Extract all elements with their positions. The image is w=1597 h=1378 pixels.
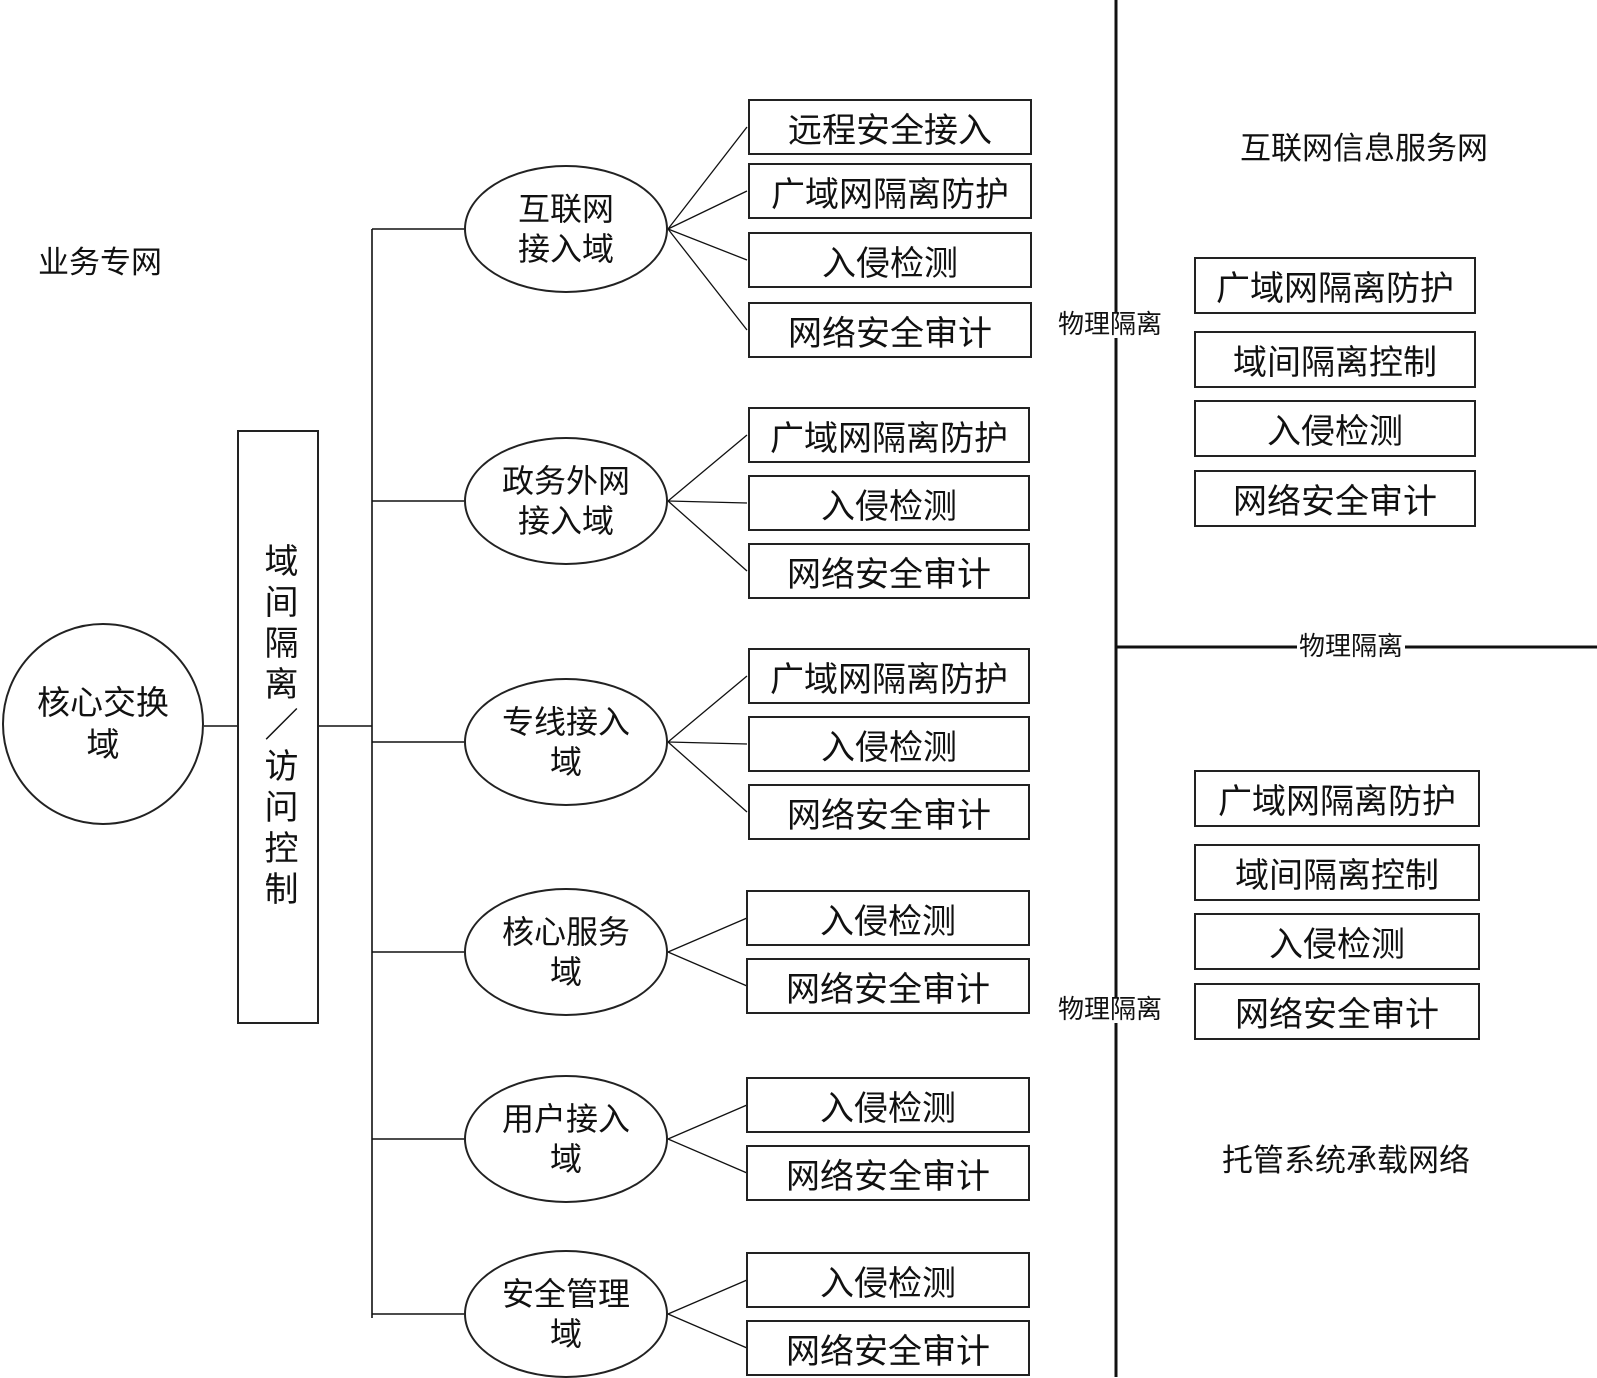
domain-to-component-line: [667, 500, 748, 572]
domain-to-component-line: [667, 228, 748, 261]
domain-to-component-line: [667, 1279, 748, 1315]
component-box: 网络安全审计: [746, 1145, 1030, 1201]
internet-service-component-box: 入侵检测: [1194, 400, 1476, 457]
component-box: 入侵检测: [746, 1252, 1030, 1308]
domain-label-line1: 安全管理: [501, 1275, 630, 1313]
domain-to-component-line: [667, 951, 748, 987]
hosted-system-component-box: 广域网隔离防护: [1194, 770, 1480, 827]
domain-label-line2: 域: [549, 743, 582, 781]
component-box: 网络安全审计: [748, 302, 1032, 358]
component-box: 远程安全接入: [748, 99, 1032, 155]
domain-label-line2: 接入域: [517, 230, 614, 268]
domain-to-component-line: [667, 1313, 748, 1349]
zone-label-hosted-system-net: 托管系统承载网络: [1222, 1143, 1470, 1179]
domain-to-component-line: [667, 126, 748, 230]
domain-internet-access: 互联网 接入域: [464, 165, 668, 293]
component-box: 网络安全审计: [748, 784, 1030, 840]
domain-label-line2: 接入域: [517, 502, 614, 540]
core-switch-domain-node: 核心交换 域: [2, 623, 204, 825]
domain-dedicated-line-access: 专线接入 域: [464, 678, 668, 806]
zone-label-business-net: 业务专网: [38, 245, 162, 281]
domain-to-component-line: [667, 917, 748, 953]
domain-label-line1: 专线接入: [501, 703, 630, 741]
domain-label-line1: 核心服务: [501, 913, 630, 951]
domain-to-component-line: [667, 190, 748, 230]
component-box: 入侵检测: [748, 716, 1030, 772]
domain-label-line1: 互联网: [517, 190, 614, 228]
internet-service-component-box: 网络安全审计: [1194, 470, 1476, 527]
domain-to-component-line: [667, 228, 748, 331]
inter-domain-isolation-access-control-box: 域间隔离／访问控制: [237, 430, 319, 1024]
core-switch-domain-line1: 核心交换: [37, 683, 169, 722]
component-box: 网络安全审计: [746, 958, 1030, 1014]
domain-to-component-line: [667, 741, 748, 745]
hosted-system-component-box: 入侵检测: [1194, 913, 1480, 970]
component-box: 入侵检测: [748, 232, 1032, 288]
domain-to-component-line: [667, 1138, 748, 1174]
component-box: 网络安全审计: [746, 1320, 1030, 1376]
domain-label-line2: 域: [549, 1315, 582, 1353]
domain-label-line1: 用户接入: [501, 1100, 630, 1138]
physical-isolation-label-bottom: 物理隔离: [1056, 995, 1165, 1025]
zone-label-internet-service-net: 互联网信息服务网: [1240, 131, 1488, 167]
domain-label-line2: 域: [549, 1140, 582, 1178]
domain-user-access: 用户接入 域: [464, 1075, 668, 1203]
core-switch-domain-line2: 域: [86, 725, 120, 764]
domain-core-service: 核心服务 域: [464, 888, 668, 1016]
domain-to-component-line: [667, 1104, 748, 1140]
domain-to-component-line: [667, 434, 748, 502]
domain-label-line2: 域: [549, 953, 582, 991]
internet-service-component-box: 域间隔离控制: [1194, 331, 1476, 388]
physical-isolation-label-top: 物理隔离: [1056, 310, 1165, 340]
internet-service-component-box: 广域网隔离防护: [1194, 257, 1476, 314]
component-box: 入侵检测: [746, 1077, 1030, 1133]
domain-egov-extranet-access: 政务外网 接入域: [464, 437, 668, 565]
domain-security-management: 安全管理 域: [464, 1250, 668, 1378]
component-box: 广域网隔离防护: [748, 407, 1030, 463]
domain-label-line1: 政务外网: [501, 462, 630, 500]
component-box: 入侵检测: [748, 475, 1030, 531]
inter-domain-isolation-access-control-label: 域间隔离／访问控制: [258, 542, 298, 912]
physical-isolation-label-middle: 物理隔离: [1297, 632, 1406, 662]
domain-to-component-line: [667, 500, 748, 504]
component-box: 网络安全审计: [748, 543, 1030, 599]
hosted-system-component-box: 域间隔离控制: [1194, 844, 1480, 901]
component-box: 入侵检测: [746, 890, 1030, 946]
hosted-system-component-box: 网络安全审计: [1194, 983, 1480, 1040]
component-box: 广域网隔离防护: [748, 163, 1032, 219]
domain-to-component-line: [667, 741, 748, 813]
component-box: 广域网隔离防护: [748, 648, 1030, 704]
domain-to-component-line: [667, 675, 748, 743]
